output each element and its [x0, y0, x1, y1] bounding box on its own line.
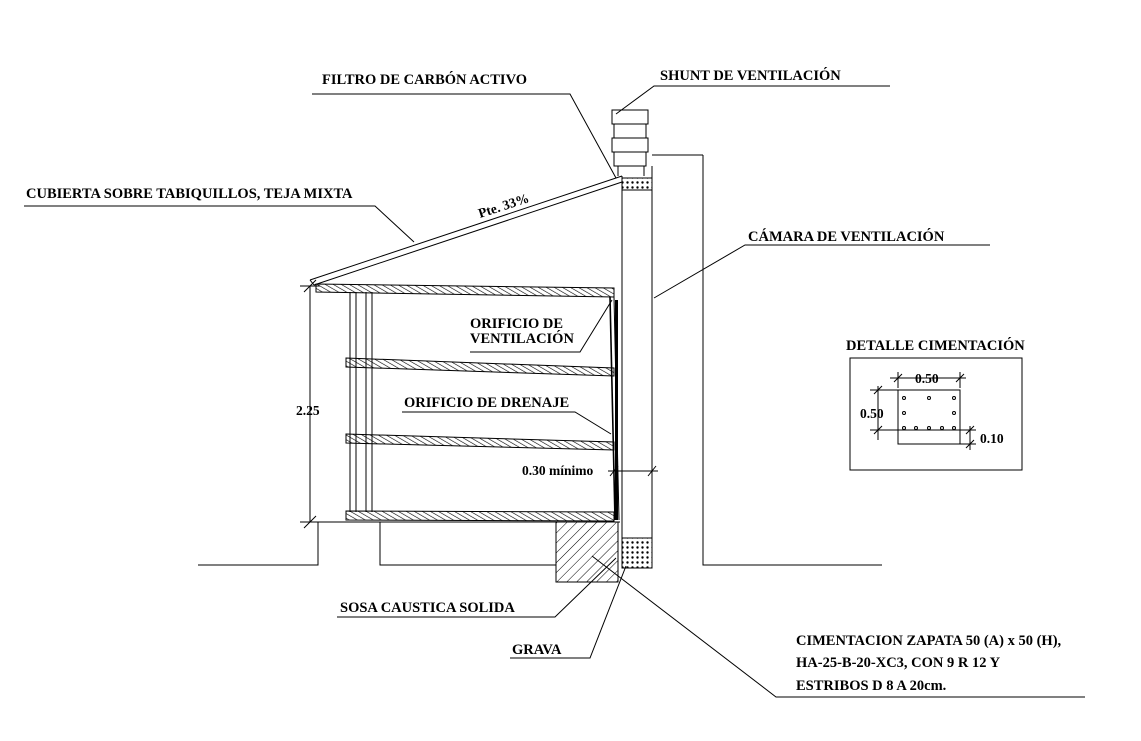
- label-orificio-dren: ORIFICIO DE DRENAJE: [404, 395, 569, 411]
- leader-lines: [24, 85, 1085, 698]
- ventilation-chamber: [621, 154, 704, 565]
- label-shunt: SHUNT DE VENTILACIÓN: [660, 67, 841, 84]
- label-filtro: FILTRO DE CARBÓN ACTIVO: [322, 71, 527, 88]
- label-camara: CÁMARA DE VENTILACIÓN: [748, 228, 945, 245]
- inner-wall: [608, 296, 620, 521]
- min-distance-label: 0.30 mínimo: [522, 463, 594, 478]
- detail-frame: [849, 357, 1023, 471]
- label-pendiente: Pte. 33%: [476, 190, 531, 220]
- height-dimension: [300, 279, 320, 529]
- label-cimentacion-3: ESTRIBOS D 8 A 20cm.: [796, 678, 946, 694]
- label-orificio-vent-2: VENTILACIÓN: [470, 330, 574, 347]
- roof: [309, 175, 623, 286]
- label-cubierta: CUBIERTA SOBRE TABIQUILLOS, TEJA MIXTA: [26, 186, 353, 202]
- label-orificio-vent-1: ORIFICIO DE: [470, 316, 563, 332]
- detail-footing: [897, 389, 961, 445]
- height-label: 2.25: [296, 403, 320, 418]
- label-sosa: SOSA CAUSTICA SOLIDA: [340, 600, 515, 616]
- foundation-detail: DETALLE CIMENTACIÓN 0.50 0.50: [846, 337, 1025, 471]
- ground-line: [198, 290, 882, 566]
- foundation: [555, 521, 653, 583]
- shunt-chimney: [611, 109, 649, 176]
- rebar-dots: [902, 396, 956, 430]
- label-cimentacion-1: CIMENTACION ZAPATA 50 (A) x 50 (H),: [796, 633, 1062, 649]
- detail-base: 0.10: [980, 431, 1004, 446]
- min-distance-dimension: [608, 465, 658, 477]
- label-cimentacion-2: HA-25-B-20-XC3, CON 9 R 12 Y: [796, 655, 1001, 671]
- detail-width: 0.50: [915, 371, 939, 386]
- detail-height: 0.50: [860, 406, 884, 421]
- detail-title: DETALLE CIMENTACIÓN: [846, 337, 1025, 354]
- label-grava: GRAVA: [512, 642, 562, 658]
